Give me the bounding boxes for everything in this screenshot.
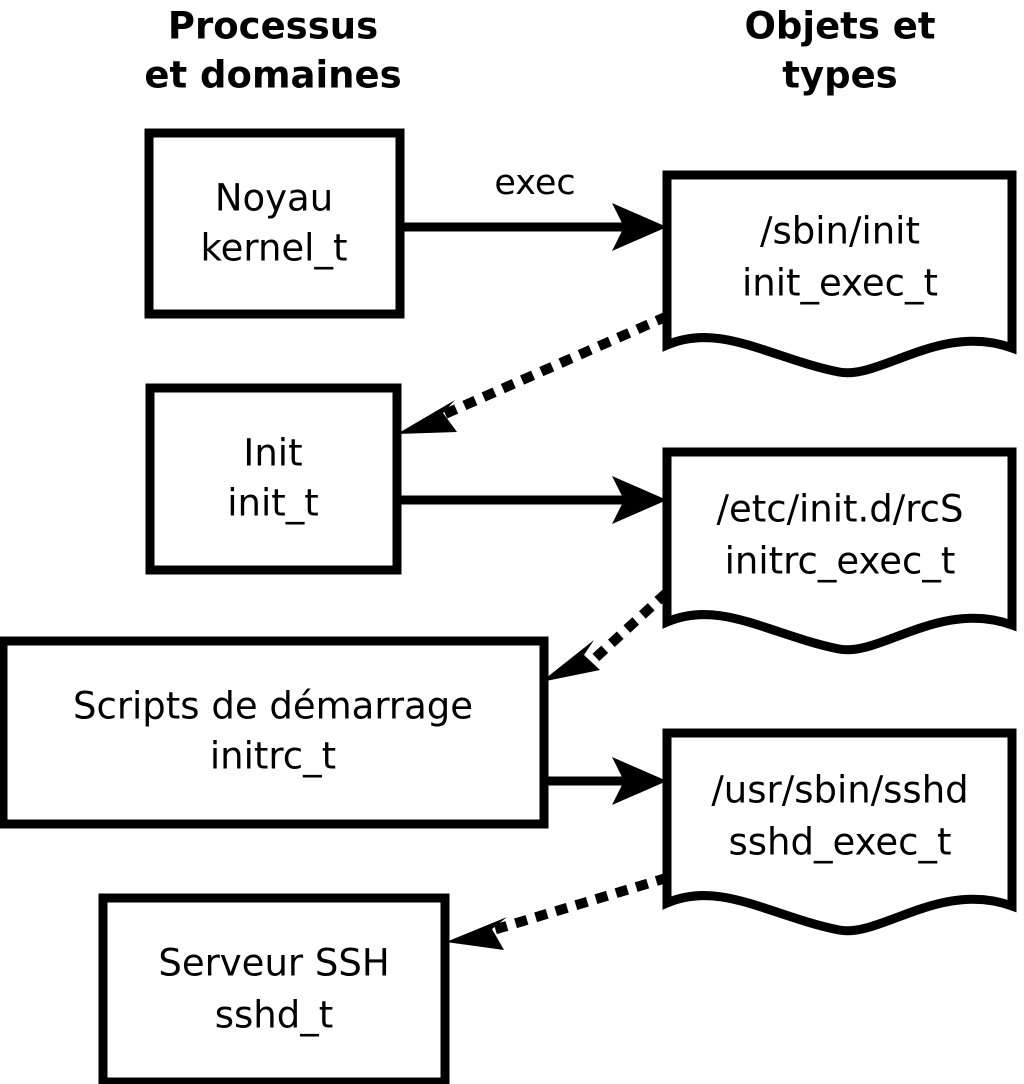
edge-init_exec-transition-init: [397, 311, 670, 434]
node-kernel-line1: Noyau: [215, 177, 333, 220]
node-initrc-box[interactable]: [0, 636, 549, 829]
node-sshd[interactable]: Serveur SSH sshd_t: [98, 893, 450, 1084]
edge-initrc-exec-sshd_exec: [544, 757, 667, 805]
node-sshd_exec[interactable]: /usr/sbin/sshd sshd_exec_t: [662, 728, 1017, 936]
node-initrc[interactable]: Scripts de démarrage initrc_t: [0, 636, 549, 829]
column-header-processes-line1: Processus: [168, 5, 378, 48]
edge-kernel-exec-init_exec: exec: [400, 163, 667, 251]
node-kernel[interactable]: Noyau kernel_t: [144, 128, 405, 319]
node-initrc_exec-line2: initrc_exec_t: [725, 540, 956, 583]
arrow-head-icon: [397, 400, 457, 434]
node-initrc_exec-document-shape[interactable]: [662, 447, 1017, 655]
node-init_exec-document-shape[interactable]: [662, 170, 1017, 378]
node-sshd_exec-document-shape[interactable]: [662, 728, 1017, 936]
node-sshd_exec-line1: /usr/sbin/sshd: [711, 769, 968, 812]
edge-line-dotted: [493, 872, 670, 935]
node-initrc-line1: Scripts de démarrage: [73, 685, 473, 728]
arrow-head-icon: [612, 757, 667, 805]
node-init-box[interactable]: [145, 383, 402, 575]
arrow-head-icon: [612, 203, 667, 251]
node-initrc_exec-line1: /etc/init.d/rcS: [716, 488, 963, 531]
edge-initrc_exec-transition-initrc: [541, 588, 671, 682]
node-sshd-line1: Serveur SSH: [158, 942, 389, 985]
column-header-processes: Processus et domaines: [144, 5, 401, 97]
edge-init-exec-initrc_exec: [397, 476, 667, 524]
node-init[interactable]: Init init_t: [145, 383, 402, 575]
node-sshd-box[interactable]: [98, 893, 450, 1084]
arrow-head-icon: [541, 640, 600, 682]
edge-line-dotted: [584, 588, 671, 669]
node-sshd_exec-line2: sshd_exec_t: [729, 821, 952, 864]
node-init-line2: init_t: [227, 482, 319, 525]
node-init-line1: Init: [243, 432, 302, 475]
arrow-head-icon: [612, 476, 667, 524]
node-kernel-line2: kernel_t: [201, 227, 348, 270]
edge-line-dotted: [438, 311, 670, 421]
node-kernel-box[interactable]: [144, 128, 405, 319]
arrow-head-icon: [446, 917, 507, 950]
edge-label-exec: exec: [494, 163, 575, 203]
column-header-objects-line1: Objets et: [744, 5, 935, 48]
edge-sshd_exec-transition-sshd: [446, 872, 670, 950]
node-init_exec-line1: /sbin/init: [760, 210, 920, 253]
node-init_exec-line2: init_exec_t: [742, 262, 938, 305]
node-initrc-line2: initrc_t: [210, 735, 336, 778]
node-init_exec[interactable]: /sbin/init init_exec_t: [662, 170, 1017, 378]
node-sshd-line2: sshd_t: [215, 994, 334, 1037]
column-header-objects-line2: types: [782, 54, 897, 97]
node-initrc_exec[interactable]: /etc/init.d/rcS initrc_exec_t: [662, 447, 1017, 655]
column-header-processes-line2: et domaines: [144, 54, 401, 97]
column-header-objects: Objets et types: [744, 5, 935, 97]
